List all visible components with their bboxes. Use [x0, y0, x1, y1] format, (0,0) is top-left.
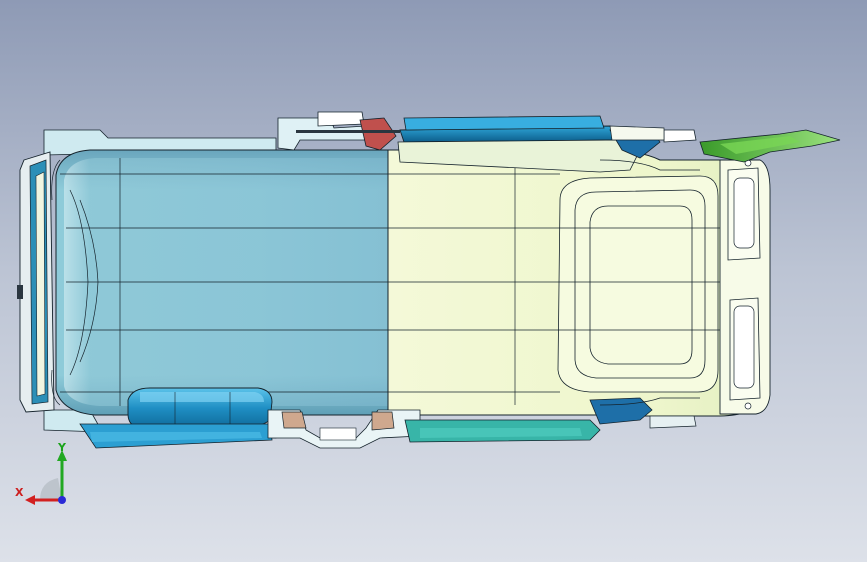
green-bracket — [699, 129, 841, 163]
x-axis-arrow-icon — [25, 495, 35, 505]
floor-lines — [60, 150, 765, 415]
x-axis-label: X — [15, 486, 24, 499]
edge-shading — [51, 159, 700, 406]
z-axis-icon — [58, 496, 66, 504]
lower-right-sill — [404, 397, 697, 443]
rear-panel — [17, 151, 55, 413]
upper-brackets — [277, 111, 697, 151]
cargo-floor[interactable] — [55, 149, 389, 416]
y-axis-label: Y — [58, 441, 66, 454]
triad-plane-icon — [40, 478, 62, 500]
upper-side-rail[interactable] — [397, 115, 661, 173]
front-crossmember — [719, 159, 771, 415]
y-axis-arrow-icon — [57, 450, 67, 461]
lower-brackets — [267, 409, 421, 449]
fuel-tank[interactable] — [127, 387, 273, 429]
lower-left-sill — [79, 423, 273, 449]
tunnel-rib — [557, 175, 719, 393]
